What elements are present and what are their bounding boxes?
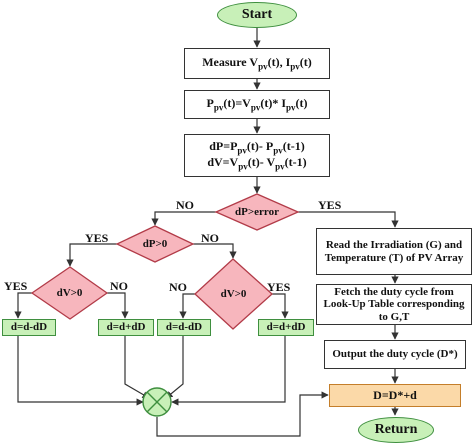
summing-junction [142, 387, 172, 417]
result-box-1: d=d-dD [2, 319, 56, 336]
output-duty-box: Output the duty cycle (D*) [324, 340, 466, 369]
label-yes-dv-right: YES [267, 280, 291, 294]
fetch-duty-text: Fetch the duty cycle from Look-Up Table … [323, 285, 465, 323]
output-duty-text: Output the duty cycle (D*) [332, 348, 458, 361]
result-text-4: d=d+dD [266, 321, 306, 334]
label-yes-dp: YES [85, 231, 109, 245]
dv-equation: dV=Vpv(t)- Vpv(t-1) [207, 154, 307, 171]
decision-dv-left-text: dV>0 [56, 287, 83, 299]
label-no-error: NO [176, 198, 194, 212]
result-box-2: d=d+dD [98, 319, 154, 336]
decision-dv-left-diamond [30, 266, 109, 320]
result-text-1: d=d-dD [10, 321, 48, 334]
power-box: Ppv(t)=Vpv(t)* Ipv(t) [184, 90, 330, 119]
delta-box: dP=Ppv(t)- Ppv(t-1) dV=Vpv(t)- Vpv(t-1) [184, 134, 330, 177]
decision-dv-right-diamond [194, 258, 273, 330]
result-box-4: d=d+dD [258, 319, 314, 336]
read-irradiation-box: Read the Irradiation (G) and Temperature… [316, 228, 472, 275]
label-yes-error: YES [318, 198, 342, 212]
label-no-dv-right: NO [169, 280, 187, 294]
result-text-2: d=d+dD [106, 321, 146, 334]
measure-box: Measure Vpv(t), Ipv(t) [184, 48, 330, 79]
start-terminal: Start [217, 2, 297, 28]
label-yes-dv-left: YES [4, 279, 28, 293]
fetch-duty-box: Fetch the duty cycle from Look-Up Table … [316, 284, 472, 325]
decision-dv-right-text: dV>0 [220, 288, 247, 300]
d-update-box: D=D*+d [329, 384, 461, 407]
decision-error-text: dP>error [235, 206, 279, 218]
decision-dp-text: dP>0 [142, 238, 168, 250]
dp-equation: dP=Ppv(t)- Ppv(t-1) [209, 138, 305, 156]
result-text-3: d=d-dD [165, 321, 203, 334]
return-terminal: Return [358, 417, 434, 443]
d-update-text: D=D*+d [373, 387, 417, 402]
result-box-3: d=d-dD [157, 319, 211, 336]
power-text: Ppv(t)=Vpv(t)* Ipv(t) [206, 95, 308, 113]
read-irradiation-text: Read the Irradiation (G) and Temperature… [324, 238, 464, 264]
decision-dp-diamond [115, 225, 195, 263]
measure-text: Measure Vpv(t), Ipv(t) [202, 54, 312, 72]
label-no-dv-left: NO [110, 279, 128, 293]
return-text: Return [374, 421, 418, 437]
decision-error-diamond [214, 193, 300, 231]
label-no-dp: NO [201, 231, 219, 245]
start-text: Start [241, 6, 273, 22]
